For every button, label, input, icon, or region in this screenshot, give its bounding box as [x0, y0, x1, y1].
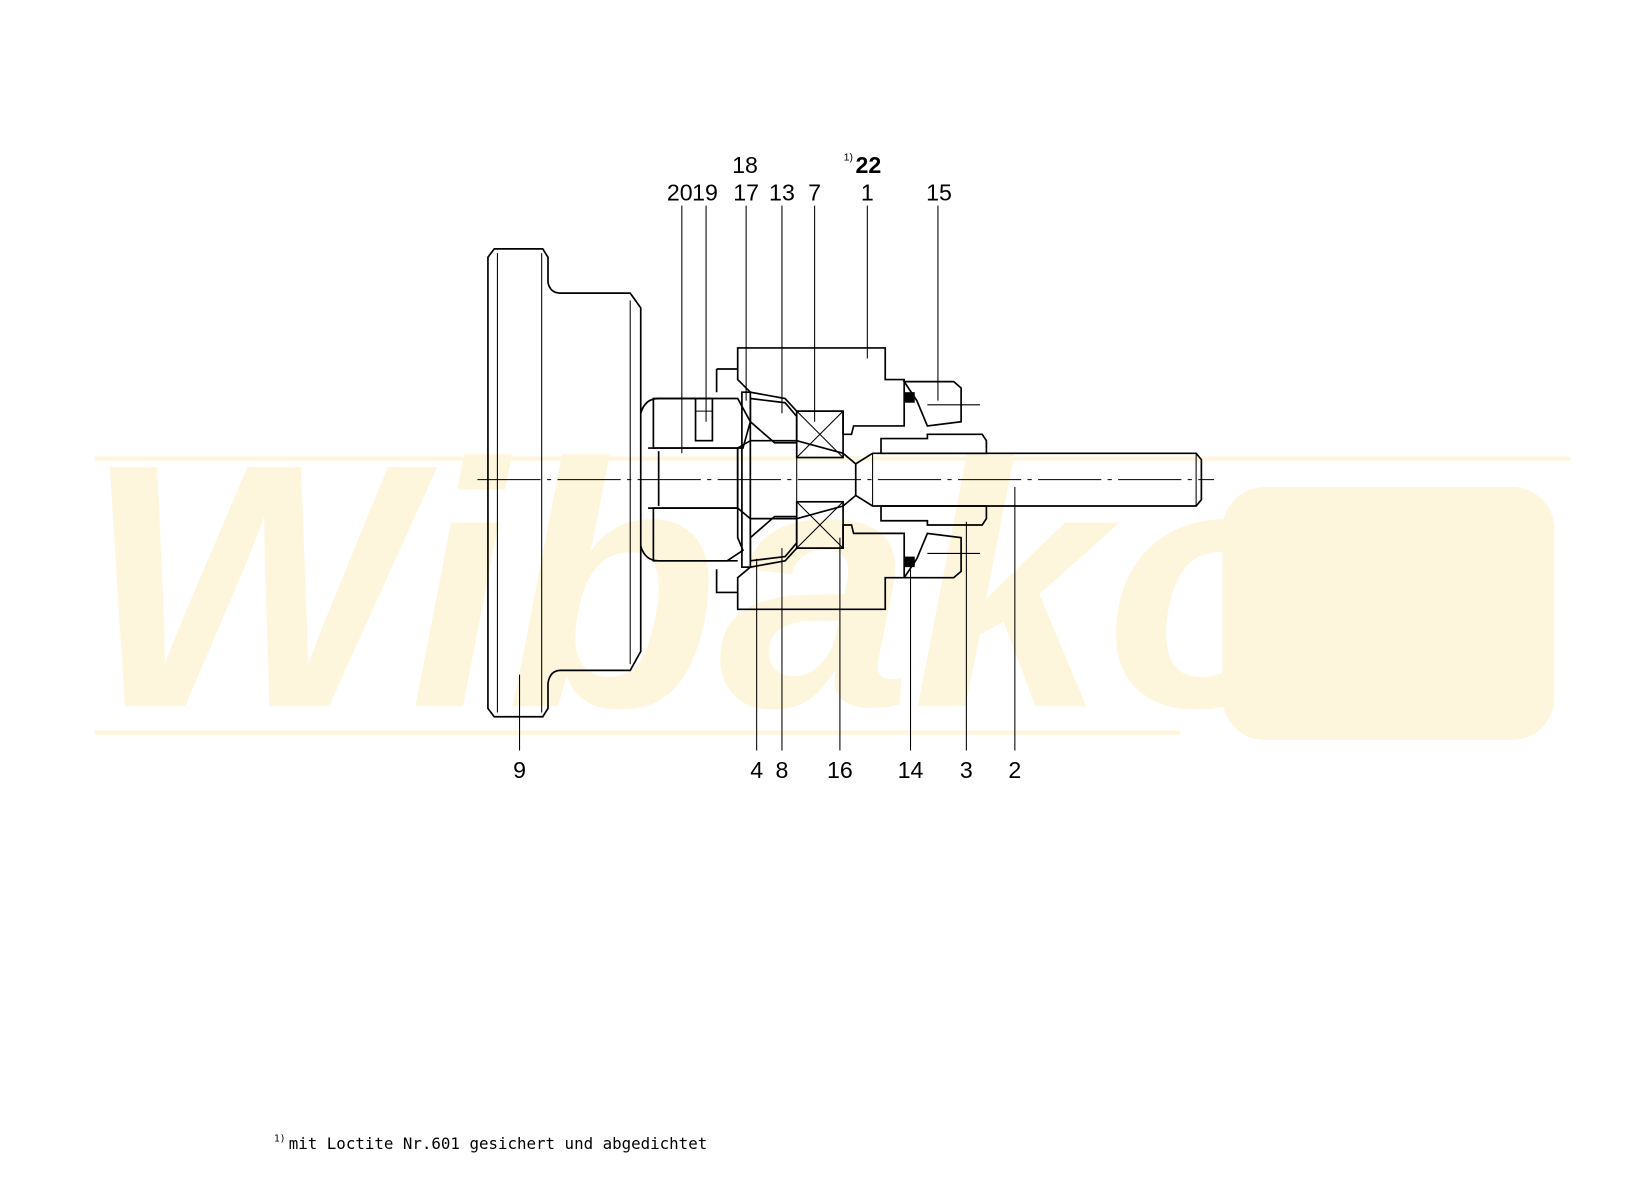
part-14-o-ring: [904, 392, 915, 568]
footnote: 1) mit Loctite Nr.601 gesichert und abge…: [274, 1133, 707, 1152]
label-16: 16: [827, 757, 853, 783]
label-13: 13: [769, 179, 795, 205]
footnote-text: mit Loctite Nr.601 gesichert und abgedic…: [289, 1134, 707, 1153]
label-3: 3: [960, 757, 973, 783]
label-20: 20: [667, 179, 693, 205]
label-15: 15: [926, 179, 952, 205]
label-22: 22: [855, 152, 881, 178]
label-2: 2: [1008, 757, 1021, 783]
part-2-shaft: [855, 452, 1203, 507]
label-19: 19: [692, 179, 718, 205]
label-7: 7: [808, 179, 821, 205]
label-22-note: 1): [844, 151, 853, 163]
label-17: 17: [733, 179, 759, 205]
labels-bottom: 9 4 8 16 14 3 2: [513, 757, 1021, 783]
footnote-marker: 1): [274, 1133, 285, 1144]
label-14: 14: [898, 757, 924, 783]
label-1: 1: [861, 179, 874, 205]
label-9: 9: [513, 757, 526, 783]
label-8: 8: [776, 757, 789, 783]
watermark: Wibako: [84, 391, 1571, 780]
labels-top: 20 19 18 17 13 7 1) 22 1 15: [667, 151, 952, 205]
part-15-cap: [902, 380, 981, 579]
leader-lines: [519, 205, 1016, 751]
label-18: 18: [732, 152, 758, 178]
svg-text:Wibako: Wibako: [84, 391, 1317, 780]
label-4: 4: [750, 757, 763, 783]
